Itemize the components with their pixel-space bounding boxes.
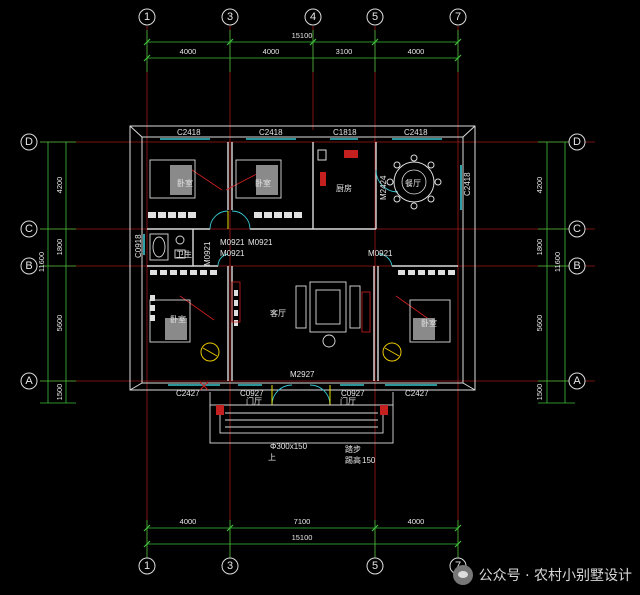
dim-top-2: 4000 (263, 47, 280, 56)
dining-table (386, 154, 442, 210)
dim-bottom-2: 7100 (294, 517, 311, 526)
room-label-bath: 卫生 (176, 249, 192, 259)
dimension-lines (40, 30, 575, 560)
axis-right-b: B (573, 260, 580, 272)
sofa-accents (231, 281, 371, 333)
window-label: C2427 (405, 389, 429, 398)
kitchen-fixtures (317, 149, 358, 186)
porch-steps (209, 392, 394, 444)
dim-right-2: 1800 (535, 239, 544, 256)
wall-hatch (148, 212, 455, 326)
axis-top-7: 7 (455, 11, 461, 23)
wechat-logo-icon (452, 565, 473, 585)
door-label: M0921 (368, 249, 393, 258)
window-label: C2418 (404, 128, 428, 137)
sofa-set (295, 281, 361, 348)
axis-bottom-5: 5 (372, 560, 378, 572)
door-label: M2424 (379, 175, 388, 200)
room-label-kitchen: 厨房 (336, 183, 352, 193)
porch-columns (216, 405, 388, 415)
dim-right-4: 1500 (535, 384, 544, 401)
axis-right-a: A (573, 375, 581, 387)
window-label: C0927 (341, 389, 365, 398)
dimension-ticks (143, 38, 462, 548)
interior-walls (147, 142, 458, 381)
dim-left-total: 11600 (37, 252, 46, 272)
room-label-living: 客厅 (270, 308, 286, 318)
axis-left-b: B (25, 260, 32, 272)
stair-note: 踢高 (345, 455, 361, 465)
axis-right-d: D (573, 136, 581, 148)
axis-top-5: 5 (372, 11, 378, 23)
outer-walls (129, 125, 476, 391)
room-labels: 卧室 卧室 卧室 卧室 厨房 餐厅 客厅 卫生 门厅 门厅 (170, 178, 437, 406)
room-label-bedroom: 卧室 (177, 178, 193, 188)
window-label: C1818 (333, 128, 357, 137)
dim-bottom-1: 4000 (180, 517, 197, 526)
dim-top-3: 3100 (336, 47, 353, 56)
door-label: M0921 (248, 238, 273, 247)
beds (149, 159, 451, 343)
room-label-porch: 门厅 (246, 396, 262, 406)
axis-right-c: C (573, 223, 581, 235)
dim-top-4: 4000 (408, 47, 425, 56)
armchairs (200, 342, 402, 362)
window-label: C2427 (176, 389, 200, 398)
stair-up: 上 (268, 453, 276, 462)
axis-lines (40, 26, 595, 560)
dim-bottom-total: 15100 (292, 533, 313, 542)
door-label: M0921 (220, 249, 245, 258)
window-label: C0927 (240, 389, 264, 398)
dim-top-total: 15100 (292, 31, 313, 40)
window-label: C0918 (134, 234, 143, 258)
axis-left-a: A (25, 375, 33, 387)
axis-bubbles (20, 8, 586, 575)
dim-left-2: 1800 (55, 239, 64, 256)
window-label: C2418 (177, 128, 201, 137)
room-label-bedroom: 卧室 (255, 178, 271, 188)
door-leaves (227, 211, 331, 405)
window-label: C2418 (259, 128, 283, 137)
stair-note: 踏步 (345, 444, 361, 454)
door-label: M2927 (290, 370, 315, 379)
bathroom-fixtures (149, 233, 186, 261)
watermark-text: 公众号 · 农村小别墅设计 (478, 568, 632, 584)
dimension-texts: 15100 4000 4000 3100 4000 4000 7100 4000… (180, 31, 425, 542)
axis-top-4: 4 (310, 11, 316, 23)
axis-top-3: 3 (227, 11, 233, 23)
stair-riser: 150 (362, 456, 376, 465)
door-label: M0921 (220, 238, 245, 247)
stair-step-size: Φ300x150 (270, 442, 308, 451)
opening-labels: C2418 C2418 C1818 C2418 C2418 C0918 C242… (134, 128, 472, 398)
axis-left-c: C (25, 223, 33, 235)
bed-bedding (165, 165, 435, 340)
watermark: 公众号 · 农村小别墅设计 (452, 565, 632, 585)
dim-right-1: 4200 (535, 177, 544, 194)
room-label-bedroom: 卧室 (170, 314, 186, 324)
axis-top-1: 1 (144, 11, 150, 23)
room-label-bedroom: 卧室 (421, 318, 437, 328)
dim-right-total: 11600 (553, 252, 562, 272)
drain-mark (199, 381, 209, 391)
axis-left-d: D (25, 136, 33, 148)
window-label: C2418 (463, 172, 472, 196)
dim-left-3: 5600 (55, 315, 64, 332)
door-label: M0921 (203, 241, 212, 266)
dim-top-1: 4000 (180, 47, 197, 56)
room-label-porch: 门厅 (340, 396, 356, 406)
window-marks (143, 138, 462, 386)
room-label-dining: 餐厅 (405, 179, 421, 188)
axis-bottom-1: 1 (144, 560, 150, 572)
dim-left-1: 4200 (55, 177, 64, 194)
door-leaf-lines (179, 165, 431, 321)
axis-bubble-labels: 1 3 4 5 7 1 3 5 7 D C B A D C B A (25, 11, 581, 572)
dim-bottom-3: 4000 (408, 517, 425, 526)
dim-right-3: 5600 (535, 315, 544, 332)
stair-notes: Φ300x150 上 踏步 踢高 150 (268, 442, 376, 465)
axis-bottom-3: 3 (227, 560, 233, 572)
dim-left-4: 1500 (55, 384, 64, 401)
dimension-texts-vertical: 4200 1800 5600 1500 11600 4200 1800 5600… (37, 177, 562, 401)
